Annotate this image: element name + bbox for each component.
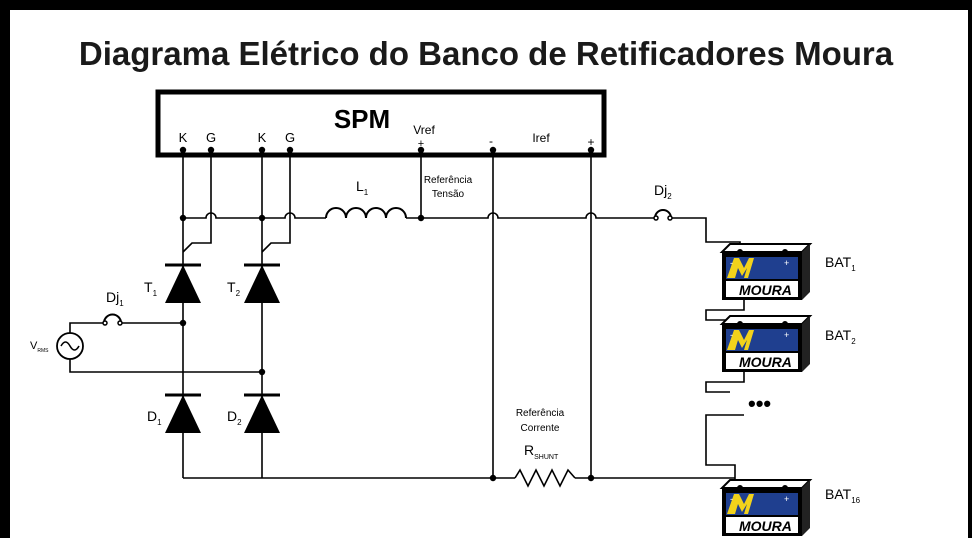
battery-16-minus: -: [730, 494, 733, 504]
spm-plus: +: [587, 135, 594, 149]
battery-2-minus: -: [730, 330, 733, 340]
vrms-label: VRMS: [30, 340, 49, 354]
bat2-label: BAT2: [825, 327, 856, 346]
l1-label: L1: [356, 178, 369, 197]
spm-box: [155, 89, 607, 158]
thyristor-t2: [244, 263, 280, 303]
battery-16: MOURA - +: [721, 479, 811, 537]
dj1-label: Dj1: [106, 289, 124, 308]
battery-terminal-dots: [737, 249, 788, 491]
bat16-label: BAT16: [825, 486, 861, 505]
rshunt-label: RSHUNT: [524, 442, 559, 461]
battery-2: MOURA - +: [721, 315, 811, 373]
spm-vref-label: Vref: [413, 123, 435, 137]
battery-1-brand: MOURA: [739, 282, 792, 298]
battery-16-brand: MOURA: [739, 518, 792, 534]
spm-iref-label: Iref: [532, 131, 550, 145]
t2-label: T2: [227, 279, 241, 298]
d1-label: D1: [147, 408, 162, 427]
battery-1-plus: +: [784, 258, 789, 268]
inductor-l1: [325, 207, 407, 219]
spm-pin-k2: K: [258, 130, 267, 145]
dj2-label: Dj2: [654, 182, 672, 201]
thyristor-t1: [165, 263, 201, 303]
ref-tensao-line1: Referência: [424, 175, 473, 186]
d2-label: D2: [227, 408, 242, 427]
battery-2-brand: MOURA: [739, 354, 792, 370]
junction-dots: [179, 146, 595, 482]
resistor-rshunt: [514, 468, 576, 488]
battery-1: MOURA - +: [721, 243, 811, 301]
diode-d1: [165, 393, 201, 433]
t1-label: T1: [144, 279, 158, 298]
ref-corrente-line2: Corrente: [521, 423, 560, 434]
breaker-dj2: [653, 209, 673, 221]
battery-ellipsis: •••: [748, 391, 771, 416]
battery-2-plus: +: [784, 330, 789, 340]
spm-label: SPM: [334, 104, 390, 134]
spm-minus: -: [489, 134, 493, 148]
ac-source-icon: [56, 332, 84, 360]
spm-pin-g2: G: [285, 130, 295, 145]
spm-pin-g1: G: [206, 130, 216, 145]
battery-1-minus: -: [730, 258, 733, 268]
ref-corrente-line1: Referência: [516, 408, 565, 419]
diode-d2: [244, 393, 280, 433]
wiring: [69, 150, 745, 485]
spm-pin-k1: K: [179, 130, 188, 145]
ref-tensao-line2: Tensão: [432, 189, 465, 200]
breaker-dj1: [102, 313, 123, 326]
bat1-label: BAT1: [825, 254, 856, 273]
diagram-title: Diagrama Elétrico do Banco de Retificado…: [78, 35, 894, 72]
spm-vref-plus: +: [418, 138, 424, 150]
battery-16-plus: +: [784, 494, 789, 504]
